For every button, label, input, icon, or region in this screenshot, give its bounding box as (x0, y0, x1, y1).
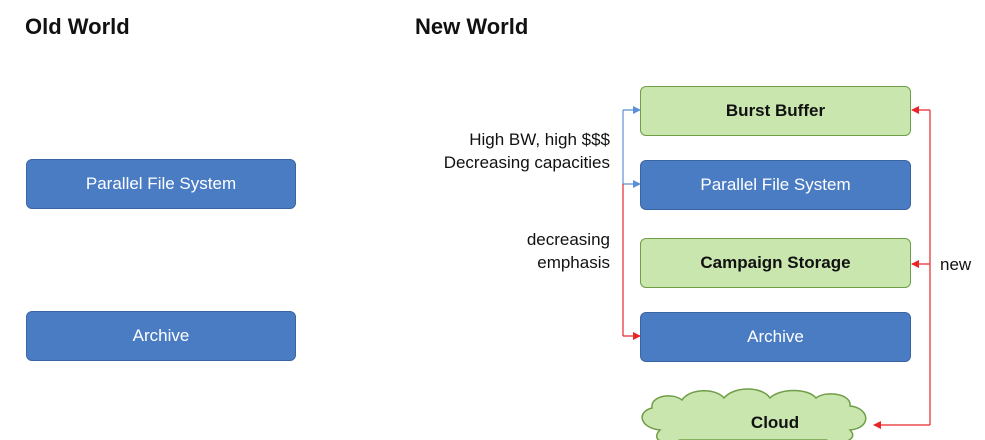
old-parallel-file-system-box: Parallel File System (26, 159, 296, 209)
burst-buffer-box: Burst Buffer (640, 86, 911, 136)
emphasis-annotation: decreasing emphasis (480, 228, 610, 274)
new-world-title: New World (415, 14, 529, 39)
bandwidth-annotation-line1: High BW, high $$$ (469, 130, 610, 149)
bandwidth-annotation-line2: Decreasing capacities (443, 153, 610, 172)
cloud-shape (641, 388, 867, 440)
bandwidth-bracket (622, 106, 641, 188)
bandwidth-annotation: High BW, high $$$ Decreasing capacities (400, 128, 610, 174)
emphasis-annotation-line2: emphasis (537, 253, 610, 272)
new-tiers-bracket (873, 106, 931, 429)
new-archive-box: Archive (640, 312, 911, 362)
emphasis-annotation-line1: decreasing (526, 230, 610, 249)
new-parallel-file-system-box: Parallel File System (640, 160, 911, 210)
cloud-label: Cloud (750, 413, 800, 432)
old-archive-box: Archive (26, 311, 296, 361)
campaign-storage-box: Campaign Storage (640, 238, 911, 288)
old-world-title: Old World (25, 14, 130, 39)
new-label: new (940, 255, 972, 274)
emphasis-bracket (622, 184, 641, 340)
